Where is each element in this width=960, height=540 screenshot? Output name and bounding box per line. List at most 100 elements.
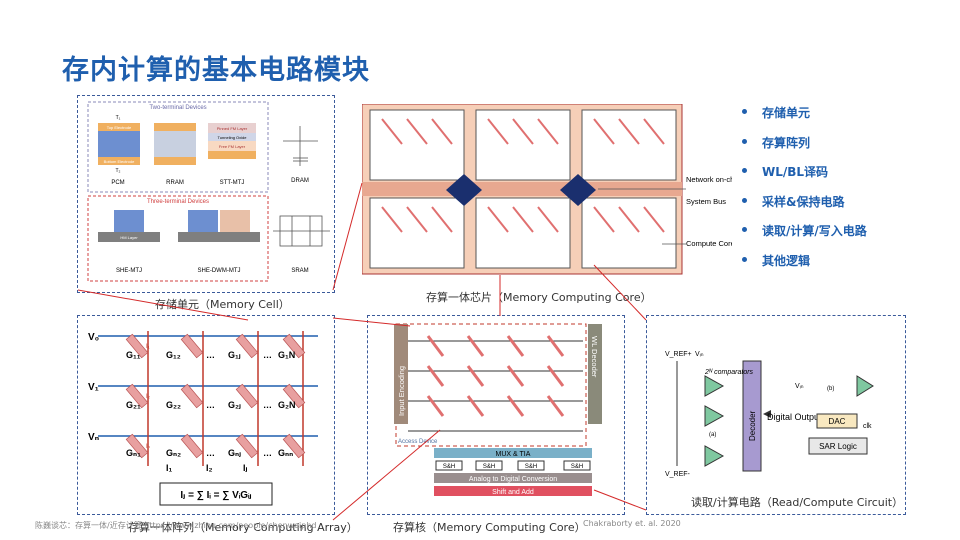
core-caption: 存算核（Memory Computing Core） xyxy=(393,521,586,534)
memory-cell-caption: 存储单元（Memory Cell） xyxy=(155,298,290,311)
pcm-active-layer xyxy=(98,131,140,157)
bullet-text: 其他逻辑 xyxy=(762,253,811,268)
sh-label: S&H xyxy=(443,464,455,470)
array-outline xyxy=(395,323,587,447)
bullet-dot xyxy=(742,109,747,114)
footer-text: 陈巍谈芯：存算一体/近存计算 https://www.zhihu.com/peo… xyxy=(35,521,317,530)
rram-bottom-layer xyxy=(154,157,196,165)
cell-resistors xyxy=(125,333,306,459)
core-panel: Input Encoding WL Decoder Access Device … xyxy=(367,315,625,515)
formula-box xyxy=(159,482,273,506)
cell-label: … xyxy=(263,448,272,458)
cell-label: G₁ⱼ xyxy=(228,350,241,360)
bullet-item: 存算阵列 xyxy=(742,134,867,164)
she-mtj-stack xyxy=(114,210,144,232)
wl-decoder-label: WL Decoder xyxy=(590,336,599,378)
bullet-text: WL/BL译码 xyxy=(762,165,829,179)
clk-label: clk xyxy=(863,423,872,430)
comparators-label: 2ᴺ comparators xyxy=(704,369,754,376)
cell-label: … xyxy=(263,350,272,360)
sh-label: S&H xyxy=(483,464,495,470)
system-bus-label: System Bus xyxy=(686,197,726,206)
wl-decoder-block xyxy=(588,324,602,424)
adc-label: Analog to Digital Conversion xyxy=(469,476,557,483)
tunnel-oxide-label: Tunneling Oxide xyxy=(218,135,248,140)
she-label: SHE-MTJ xyxy=(116,268,142,274)
sar-logic-block xyxy=(808,437,868,455)
array-caption: 存算一体阵列（Memory Computing Array） xyxy=(128,521,358,534)
bullet-dot xyxy=(742,227,747,232)
network-label: Network on-chip xyxy=(686,175,732,184)
credit-text: Chakraborty et. al. 2020 xyxy=(583,519,681,528)
three-terminal-box xyxy=(87,195,269,282)
cell-label: G₁₂ xyxy=(166,350,181,360)
router-icon xyxy=(560,174,596,206)
bullet-item: 采样&保持电路 xyxy=(742,193,867,223)
compute-tiles xyxy=(369,109,677,269)
figure-a-label: (a) xyxy=(709,432,716,438)
decoder-label: Decoder xyxy=(748,410,757,441)
cell-label: … xyxy=(206,448,215,458)
current-label: I₂ xyxy=(206,463,213,473)
tile xyxy=(581,197,677,269)
adc-block xyxy=(434,473,592,483)
mux-tia-block xyxy=(434,448,592,458)
rram-oxide-layer xyxy=(154,131,196,157)
column-current-labels: I₁ I₂ Iⱼ xyxy=(166,463,248,473)
comparators xyxy=(704,375,725,467)
router-icon xyxy=(446,174,482,206)
t2-label: T₂ xyxy=(116,168,121,174)
two-terminal-box xyxy=(87,101,269,193)
output-arrow xyxy=(763,410,771,418)
memory-cell-panel: Two-terminal Devices T₁ Top Electrode Bo… xyxy=(77,95,335,293)
she-dwm-stack xyxy=(188,210,218,232)
readout-panel: Decoder Digital Output V_REF+ V_REF- Vᵢₙ… xyxy=(646,315,906,515)
cell-label: … xyxy=(206,400,215,410)
bullet-item: WL/BL译码 xyxy=(742,163,867,193)
row-current-label: I₂ xyxy=(146,394,151,400)
hm-layer-label: HM Layer xyxy=(120,235,138,240)
sram-schematic xyxy=(273,215,330,247)
pinned-fm-label: Pinned FM Layer xyxy=(217,126,248,131)
bottom-electrode-label: Bottom Electrode xyxy=(104,159,135,164)
cell-label: Gₙ₁ xyxy=(126,448,141,458)
rram-label: RRAM xyxy=(166,180,184,186)
bullet-dot xyxy=(742,197,747,203)
bullet-dot xyxy=(742,256,747,262)
sh-label: S&H xyxy=(571,464,583,470)
page-title: 存内计算的基本电路模块 xyxy=(62,55,370,86)
current-label: Iⱼ xyxy=(243,463,248,473)
cell-label: Gₙⱼ xyxy=(228,448,241,458)
three-terminal-label: Three-terminal Devices xyxy=(147,199,209,205)
memory-cell-figure: Two-terminal Devices T₁ Top Electrode Bo… xyxy=(87,101,330,282)
access-device-label: Access Device xyxy=(398,439,438,445)
cell-label: G₂N xyxy=(278,400,296,410)
she-hm-layer xyxy=(98,232,160,242)
core-word-lines xyxy=(408,340,583,432)
cell-label: G₁₁ xyxy=(126,350,141,360)
row-label-v1: V₁ xyxy=(88,382,99,393)
chip-figure: Network on-chip System Bus Compute Core xyxy=(361,103,740,284)
tile-crossbar-lines xyxy=(381,118,665,233)
row-label-v0: V₀ xyxy=(88,332,99,343)
figure-b-label: (b) xyxy=(827,386,834,392)
router-icons xyxy=(446,174,596,206)
top-electrode-label: Top Electrode xyxy=(107,125,132,130)
bullet-item: 其他逻辑 xyxy=(742,252,867,282)
chip-caption: 存算一体芯片（Memory Computing Core） xyxy=(426,291,652,304)
rram-top-layer xyxy=(154,123,196,131)
tile xyxy=(475,197,571,269)
input-encoding-label: Input Encoding xyxy=(397,366,406,416)
dac-label: DAC xyxy=(829,417,846,426)
cell-label: G₁N xyxy=(278,350,295,360)
cell-label: … xyxy=(263,400,272,410)
tunnel-oxide-layer xyxy=(208,133,256,141)
word-lines xyxy=(98,335,318,437)
sar-logic-label: SAR Logic xyxy=(819,442,857,451)
pinned-fm-layer xyxy=(208,123,256,133)
tile xyxy=(369,197,465,269)
dram-schematic xyxy=(283,126,318,166)
digital-output-label: Digital Output xyxy=(767,412,822,422)
